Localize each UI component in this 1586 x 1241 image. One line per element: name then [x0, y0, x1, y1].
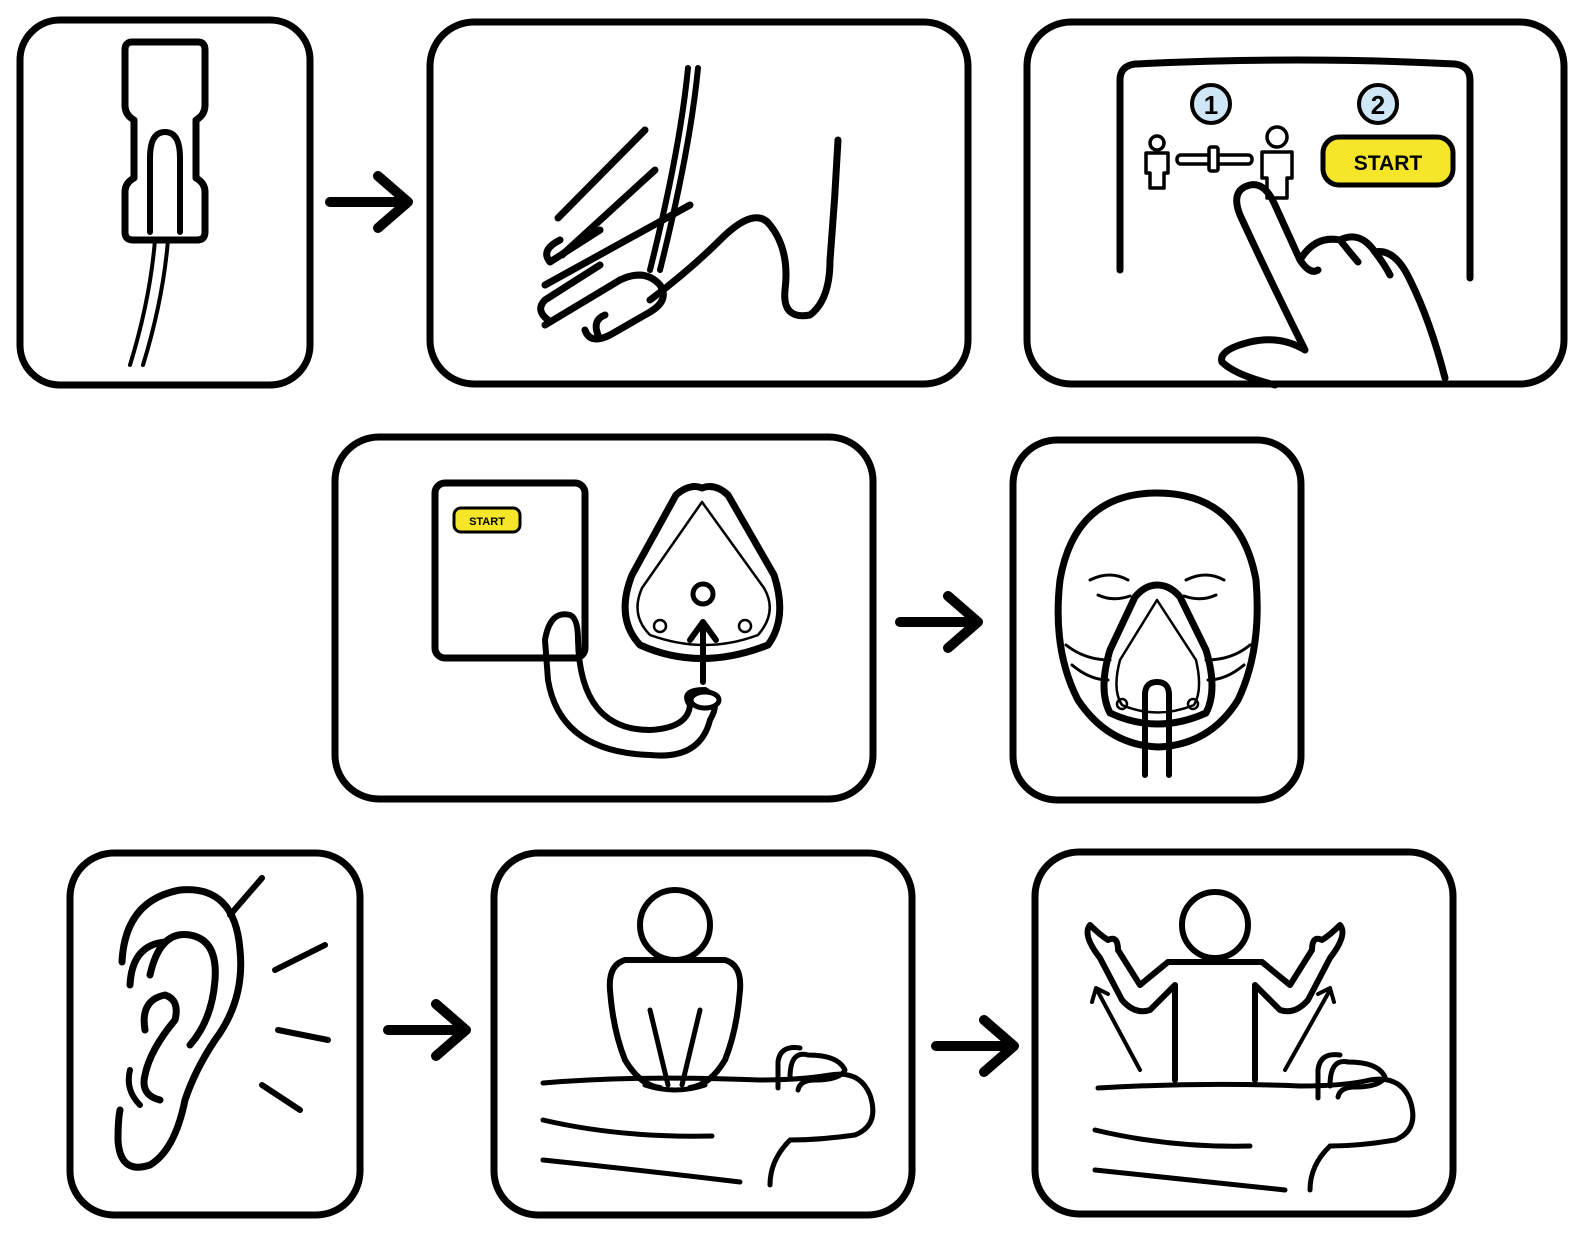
panel-listen — [70, 853, 360, 1215]
panel-mask-connect: START — [335, 437, 873, 799]
arrow-right-icon — [900, 596, 978, 648]
panel-device-start: 1 2 START — [1027, 22, 1564, 385]
arrow-right-icon — [388, 1004, 466, 1056]
arrow-right-icon — [330, 176, 408, 228]
device-start-label: START — [469, 516, 505, 528]
panel-mask-on-face — [1013, 440, 1301, 800]
panel-compressions — [494, 853, 912, 1215]
start-button-label: START — [1354, 152, 1423, 175]
panel-finger-clip — [430, 22, 968, 384]
arrow-right-icon — [936, 1020, 1014, 1072]
step-2-number: 2 — [1371, 90, 1385, 120]
panel-hands-off — [1035, 852, 1453, 1214]
step-1-number: 1 — [1204, 90, 1218, 120]
panel-sensor — [20, 20, 310, 385]
